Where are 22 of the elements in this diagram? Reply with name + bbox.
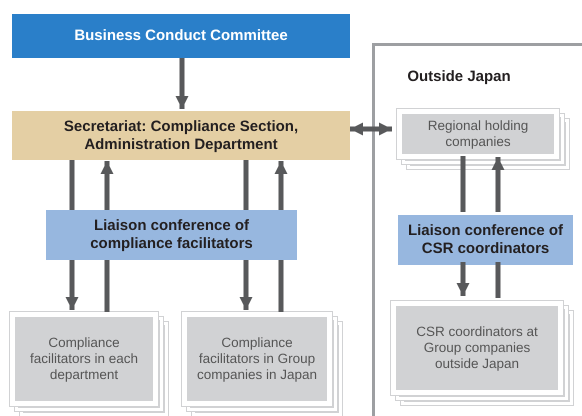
secretariat-box bbox=[12, 111, 350, 160]
arrow bbox=[240, 260, 252, 310]
committee-box bbox=[12, 14, 350, 58]
arrow bbox=[456, 262, 470, 296]
box-label: Business Conduct Committee bbox=[74, 27, 288, 45]
box-label: Compliance facilitators in Group companies in Japan bbox=[196, 334, 318, 384]
conference-box bbox=[398, 215, 573, 265]
box-label: Liaison conference of compliance facilitators bbox=[89, 217, 254, 253]
conference-box bbox=[46, 210, 297, 260]
arrow bbox=[350, 122, 392, 136]
box-label: Regional holding companies bbox=[426, 118, 530, 150]
region-panel bbox=[372, 43, 582, 416]
box-label: Liaison conference of CSR coordinators bbox=[406, 222, 564, 258]
arrow bbox=[274, 161, 288, 210]
box-label: Secretariat: Compliance Section, Administration Department bbox=[62, 118, 300, 154]
box-label: Compliance facilitators in each department bbox=[28, 334, 140, 384]
box-label: CSR coordinators at Group companies outside Japan bbox=[415, 324, 539, 372]
arrow bbox=[492, 157, 504, 212]
region-heading: Outside Japan bbox=[406, 68, 512, 86]
arrow bbox=[100, 161, 114, 210]
arrow bbox=[66, 260, 78, 310]
arrow bbox=[176, 58, 188, 109]
